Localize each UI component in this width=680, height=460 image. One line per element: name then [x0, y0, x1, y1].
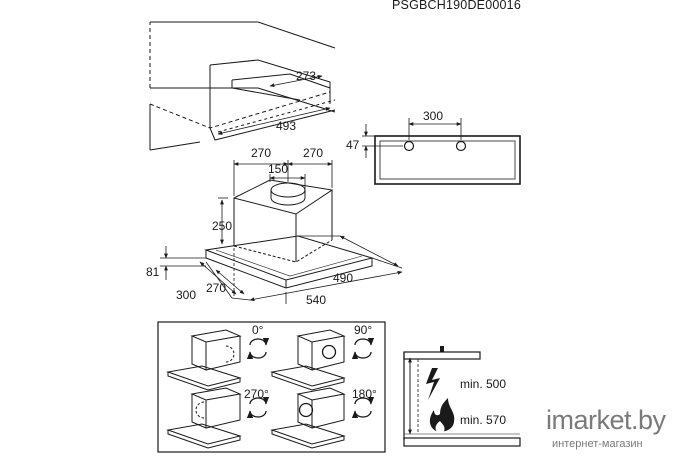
rotation-0-label: 0°	[252, 323, 264, 337]
front-offset-label: 47	[346, 138, 360, 152]
rotation-option-90	[270, 329, 346, 391]
rotation-option-0	[166, 329, 242, 391]
gas-clearance-label: min. 570	[460, 413, 506, 427]
electric-clearance-label: min. 500	[460, 377, 506, 391]
rotate-arrows-icon	[246, 396, 270, 419]
hole-spacing-label: 300	[423, 109, 443, 123]
rotation-270-label: 270°	[244, 387, 269, 401]
box-depth-label: 270	[206, 281, 226, 295]
left-offset-label: 270	[251, 146, 271, 160]
cabinet-depth-label: 273	[296, 69, 316, 83]
right-offset-label: 270	[303, 146, 323, 160]
panel-thickness-label: 81	[146, 265, 160, 279]
gas-flame-icon	[429, 398, 455, 432]
flame-inner	[435, 421, 445, 432]
rotation-90-label: 90°	[354, 323, 372, 337]
rotate-arrows-icon	[351, 396, 375, 419]
rotation-option-270	[166, 387, 242, 449]
inner-width-label: 490	[333, 271, 353, 285]
rotate-arrows-icon	[246, 337, 270, 360]
cabinet-dimensions	[217, 74, 331, 135]
rotate-arrows-icon	[351, 337, 375, 360]
electric-icon	[426, 368, 440, 400]
watermark-logo: imarket.by	[546, 405, 666, 435]
clearance-drawing	[403, 346, 521, 447]
front-depth-label: 300	[176, 288, 196, 302]
rotation-option-180	[270, 387, 346, 449]
rotation-180-label: 180°	[352, 387, 377, 401]
cabinet-width-label: 493	[276, 119, 296, 133]
duct-diameter-label: 150	[268, 162, 288, 176]
front-view-drawing	[362, 118, 521, 185]
watermark-tagline: интернет-магазин	[552, 438, 643, 450]
cabinet-drawing	[149, 21, 336, 151]
total-width-label: 540	[306, 293, 326, 307]
hood-dimension-lines	[160, 160, 403, 304]
box-height-label: 250	[212, 219, 232, 233]
rotation-options-panel	[157, 321, 386, 453]
model-code: PSGBCH190DE00016	[392, 0, 521, 12]
